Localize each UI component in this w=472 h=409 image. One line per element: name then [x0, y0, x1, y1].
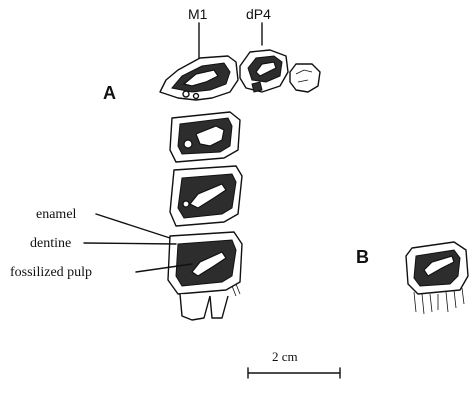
tooth-b: [406, 242, 468, 314]
tooth-section-1: [170, 112, 240, 162]
occlusal-tooth-row: [160, 50, 320, 100]
label-m1: M1: [188, 6, 208, 22]
tooth-section-2: [170, 166, 242, 226]
pointer-dentine: [84, 243, 176, 244]
label-fossilized-pulp: fossilized pulp: [10, 265, 92, 280]
panel-label-a: A: [103, 83, 116, 103]
panel-label-b: B: [356, 247, 369, 267]
label-dp4: dP4: [246, 6, 271, 22]
pointer-enamel: [96, 214, 170, 238]
label-dentine: dentine: [30, 236, 71, 251]
scale-label: 2 cm: [272, 349, 298, 364]
label-enamel: enamel: [36, 207, 77, 222]
tooth-section-3: [168, 232, 242, 320]
